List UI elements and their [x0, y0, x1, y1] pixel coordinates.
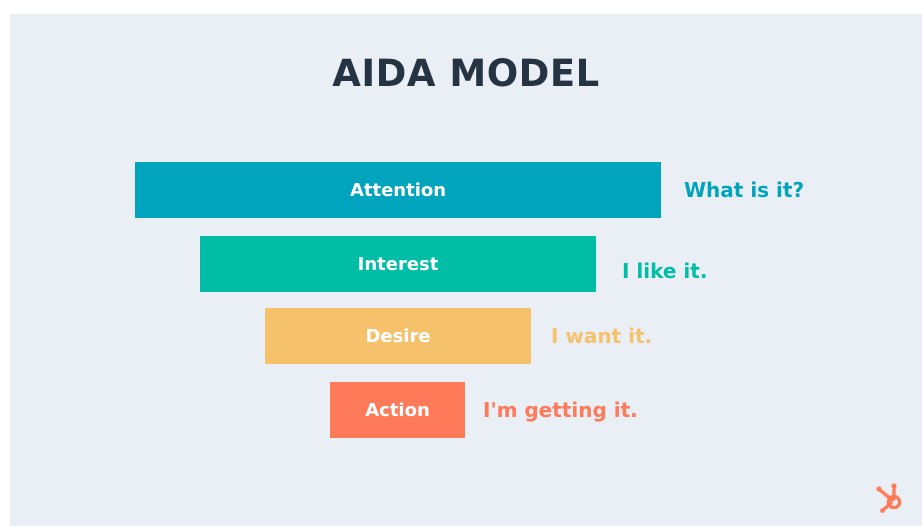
diagram-title: AIDA MODEL [332, 52, 600, 95]
funnel-caption-desire: I want it. [551, 324, 653, 348]
funnel-bar-action: Action [330, 382, 465, 438]
funnel-bar-label: Interest [357, 253, 439, 275]
funnel-bar-desire: Desire [265, 308, 531, 364]
funnel-caption-action: I'm getting it. [483, 398, 638, 422]
slide: AIDA MODEL Attention What is it? Interes… [10, 14, 922, 526]
funnel-bar-interest: Interest [200, 236, 596, 292]
funnel-bar-attention: Attention [135, 162, 661, 218]
funnel-caption-interest: I like it. [622, 259, 708, 283]
funnel-bar-label: Attention [349, 179, 447, 201]
funnel-caption-attention: What is it? [684, 178, 805, 202]
funnel-bar-label: Action [365, 399, 430, 421]
hubspot-sprocket-icon [876, 483, 902, 513]
funnel-bar-label: Desire [365, 325, 431, 347]
